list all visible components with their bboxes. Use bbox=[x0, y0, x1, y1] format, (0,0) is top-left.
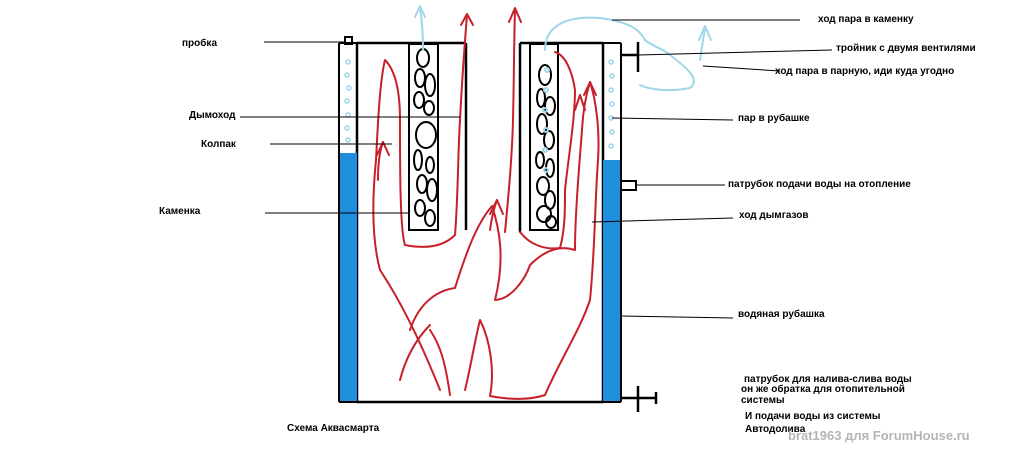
label-fill-drain-1: патрубок для налива-слива воды bbox=[744, 374, 912, 385]
right-water-jacket bbox=[603, 42, 622, 403]
leader-water-jacket bbox=[620, 315, 734, 319]
label-water-jacket: водяная рубашка bbox=[738, 309, 825, 320]
probka-cap bbox=[344, 36, 353, 45]
leader-steam-room bbox=[702, 65, 781, 72]
label-tee: тройник с двумя вентилями bbox=[836, 43, 976, 54]
label-kamenka: Каменка bbox=[159, 206, 201, 217]
chimney-bubbles bbox=[542, 67, 550, 173]
label-steam-to-kamenka: ход пара в каменку bbox=[818, 14, 914, 25]
label-kolpak: Колпак bbox=[201, 139, 236, 150]
left-kamenka bbox=[408, 43, 439, 231]
label-dymohod: Дымоход bbox=[189, 110, 236, 121]
label-autofill-1: И подачи воды из системы bbox=[745, 411, 881, 422]
fill-drain-pipe bbox=[621, 386, 658, 412]
heating-outlet-pipe bbox=[620, 180, 637, 191]
tee-valve bbox=[621, 42, 640, 72]
label-heating-outlet: патрубок подачи воды на отопление bbox=[728, 179, 911, 190]
label-fill-drain-3: системы bbox=[741, 395, 785, 406]
label-steam-in-jacket: пар в рубашке bbox=[738, 113, 810, 124]
right-kamenka bbox=[529, 43, 559, 231]
label-autofill-2: Автодолива bbox=[745, 424, 806, 435]
right-steam-bubbles bbox=[608, 59, 615, 149]
label-steam-to-room: ход пара в парную, иди куда угодно bbox=[775, 66, 955, 77]
leader-steam-jacket bbox=[611, 117, 734, 121]
leader-tee bbox=[637, 49, 833, 56]
leader-flue bbox=[591, 217, 734, 223]
flue-gas-paths bbox=[372, 7, 600, 400]
caption: Схема Аквасмарта bbox=[287, 423, 380, 434]
label-flue-gas-path: ход дымгазов bbox=[739, 210, 809, 221]
label-probka: пробка bbox=[182, 38, 217, 49]
steam-paths bbox=[414, 5, 712, 173]
label-fill-drain-2: он же обратка для отопительной bbox=[741, 384, 905, 395]
leader-lines bbox=[240, 19, 833, 319]
watermark: brat1963 для ForumHouse.ru bbox=[788, 428, 970, 443]
left-steam-bubbles bbox=[344, 59, 352, 143]
left-water-jacket bbox=[338, 36, 357, 403]
